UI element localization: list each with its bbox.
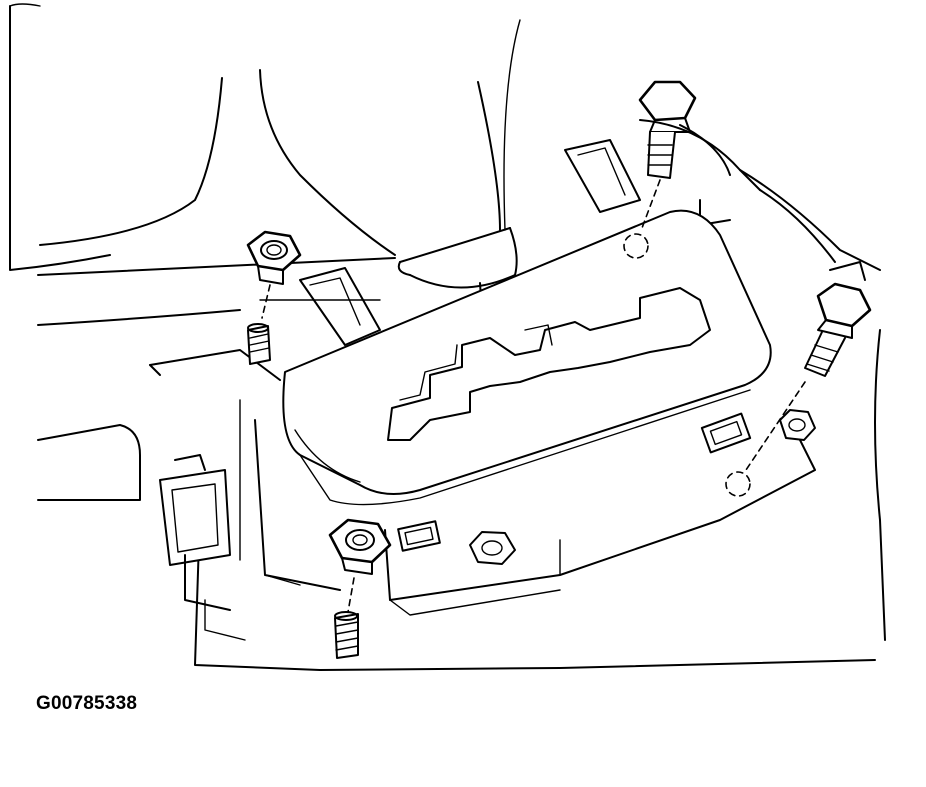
shift-gate-slot xyxy=(387,287,711,441)
shifter-assembly-illustration xyxy=(9,3,886,671)
nut-bottom-left xyxy=(328,518,392,575)
alignment-line xyxy=(347,577,355,613)
figure-id-label: G00785338 xyxy=(36,693,138,714)
shift-indicator-bezel xyxy=(282,209,772,506)
electrical-connector xyxy=(159,454,246,641)
installed-nut-center xyxy=(469,531,516,565)
stud-left xyxy=(247,323,271,365)
alignment-line xyxy=(745,381,806,471)
console-surround xyxy=(9,3,886,671)
stud-bottom xyxy=(334,611,359,659)
shifter-base-housing xyxy=(149,139,816,616)
nut-top-left xyxy=(246,230,302,285)
alignment-line xyxy=(641,179,661,229)
bolt-hole-marker xyxy=(623,233,649,259)
installed-nut-right xyxy=(779,409,816,441)
bolt-right xyxy=(804,282,872,377)
bolt-top xyxy=(638,80,697,179)
alignment-line xyxy=(261,284,271,319)
bolt-hole-marker xyxy=(725,471,751,497)
